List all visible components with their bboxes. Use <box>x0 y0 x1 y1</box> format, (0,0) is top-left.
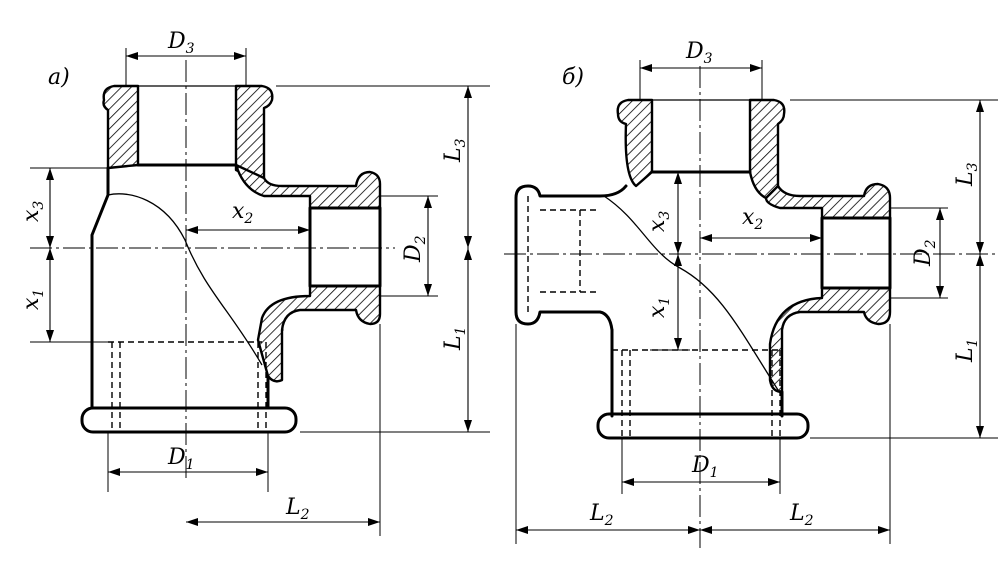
d2-label: D2 <box>401 235 429 263</box>
cross-d3-label: D3 <box>685 39 713 67</box>
cross-l3-label: L3 <box>953 162 981 187</box>
cross-top-left-wall <box>616 98 654 188</box>
cross-bottom-threads <box>621 350 781 438</box>
cross-x2-label: x2 <box>742 205 763 233</box>
branch-lower-wall <box>256 284 382 383</box>
figure-b-cross: б) D3 L3 L1 D2 x2 x3 x1 <box>504 39 998 548</box>
bottom-flange <box>80 406 298 434</box>
branch-bore <box>308 206 382 288</box>
d1-label: D1 <box>167 445 195 473</box>
cross-left-branch <box>514 184 628 332</box>
break-line <box>107 193 263 366</box>
branch-upper-wall <box>234 163 382 210</box>
l2-label: L2 <box>285 495 310 523</box>
cross-l2-left-label: L2 <box>589 501 614 529</box>
cross-break-line <box>603 195 779 391</box>
cross-l2-right-label: L2 <box>789 501 814 529</box>
cross-d2-label: D2 <box>911 239 939 267</box>
x2-label: x2 <box>232 199 253 227</box>
top-left-wall <box>102 84 140 170</box>
cross-right-upper-wall <box>764 182 892 220</box>
cross-right-lower-wall <box>768 286 892 394</box>
figure-a-tee: D3 а) L3 L1 D2 x2 x3 x1 D1 <box>19 29 490 536</box>
cross-x1-label: x1 <box>645 297 673 318</box>
cross-x3-label: x3 <box>645 211 673 232</box>
d3-label: D3 <box>167 29 195 57</box>
l3-label: L3 <box>441 138 469 163</box>
cross-bottom-flange <box>596 412 810 440</box>
x3-label: x3 <box>19 201 47 222</box>
figure-b-caption: б) <box>562 65 584 90</box>
cross-d1-label: D1 <box>691 453 719 481</box>
cross-right-bore <box>820 216 892 290</box>
cross-top-right-wall <box>748 98 802 200</box>
l1-label: L1 <box>441 326 469 351</box>
x1-label: x1 <box>19 289 47 310</box>
cross-l1-label: L1 <box>953 338 981 363</box>
bottom-thread-right <box>257 342 267 432</box>
tee-body-outline <box>90 166 110 410</box>
figure-a-caption: а) <box>48 65 70 90</box>
bottom-thread-left <box>111 342 121 432</box>
